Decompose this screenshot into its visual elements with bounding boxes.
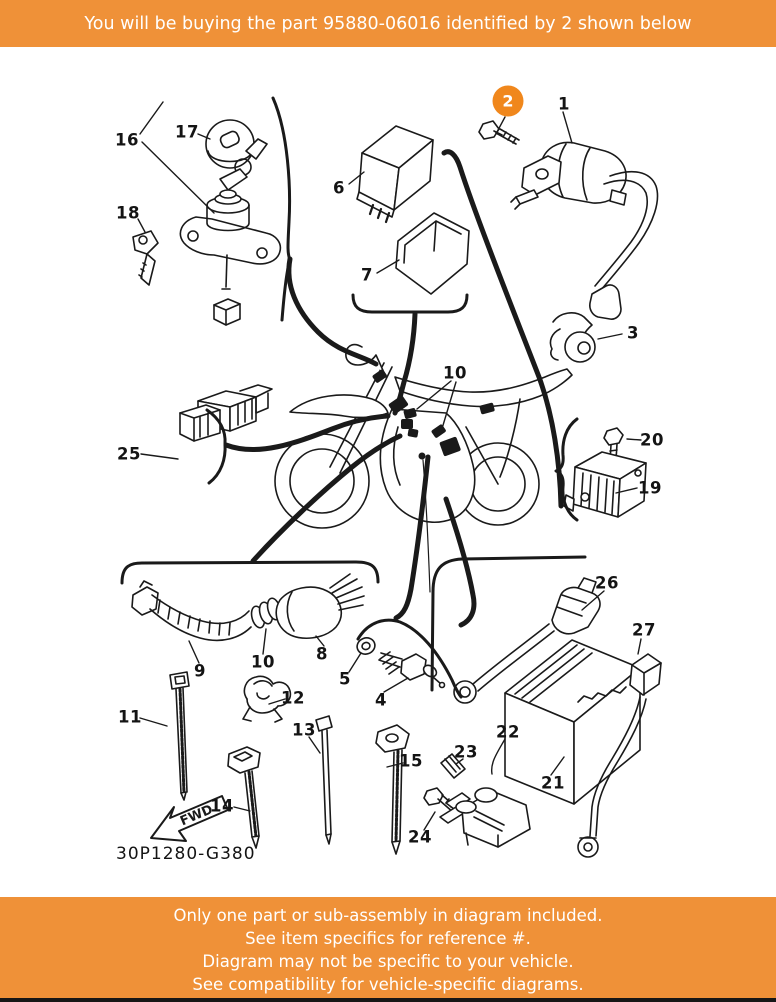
cable-ties-art [169, 671, 410, 855]
leader-lines [137, 101, 642, 831]
footer-line-1: Only one part or sub-assembly in diagram… [173, 906, 603, 925]
footer-line-2: See item specifics for reference #. [245, 929, 531, 948]
banner-text: You will be buying the part 95880-06016 … [84, 13, 692, 34]
bottom-banner: Only one part or sub-assembly in diagram… [0, 897, 776, 998]
bottom-edge-bar [0, 998, 776, 1002]
harness-art [131, 573, 365, 642]
fwd-arrow: FWD [150, 795, 229, 842]
main-switch-art [132, 119, 282, 326]
diagram-code: 30P1280-G380 [116, 844, 256, 864]
parts-diagram-art: FWD 30P1280-G380 [116, 96, 662, 864]
highlighted-bolt-art [478, 120, 520, 145]
group-brackets [120, 96, 587, 699]
relay-art [356, 125, 470, 295]
battery-art [453, 577, 662, 858]
starter-relay-art [423, 753, 531, 848]
ignition-coil-art [510, 141, 659, 363]
regulator-art [563, 427, 647, 518]
top-banner: You will be buying the part 95880-06016 … [0, 0, 776, 47]
footer-line-4: See compatibility for vehicle-specific d… [192, 975, 584, 994]
footer-line-3: Diagram may not be specific to your vehi… [202, 952, 574, 971]
connector-25-art [179, 384, 273, 442]
